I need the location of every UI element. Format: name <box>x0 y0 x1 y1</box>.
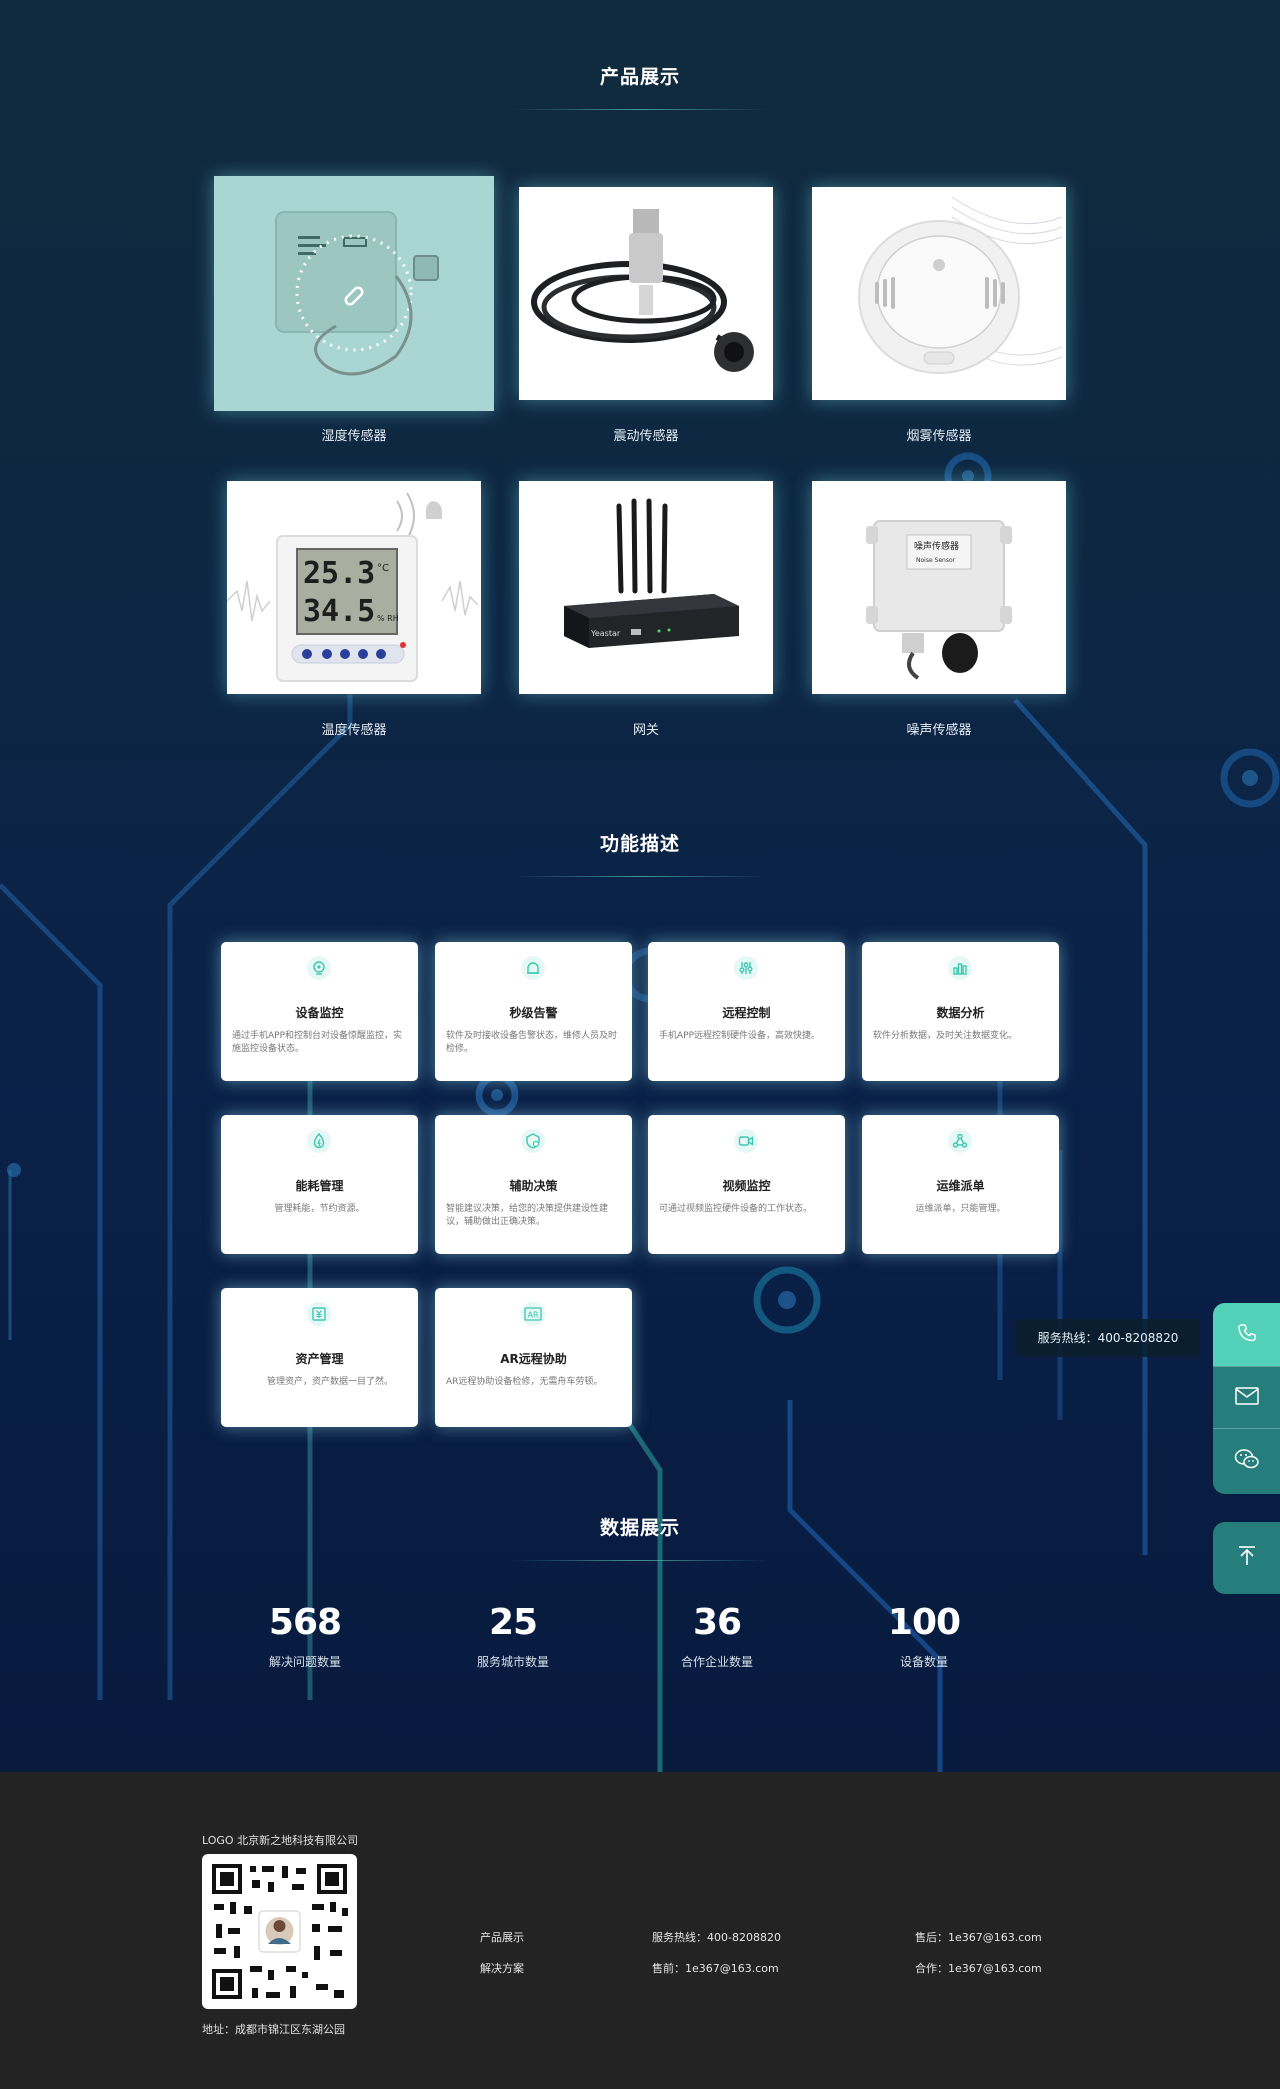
feature-desc: 运维派单，只能管理。 <box>915 1204 1006 1214</box>
energy-drop-icon <box>307 1129 331 1153</box>
products-title-underline <box>512 109 768 110</box>
stat-cities-served: 25 服务城市数量 <box>433 1601 593 1670</box>
vibration-sensor-image <box>519 187 773 400</box>
video-camera-icon <box>734 1129 758 1153</box>
dispatch-nodes-icon <box>948 1129 972 1153</box>
noise-sensor-image: 噪声传感器 Noise Sensor <box>812 481 1066 694</box>
phone-icon <box>1236 1322 1258 1348</box>
temp-display-value: 25.3 <box>303 556 375 591</box>
product-label: 震动传感器 <box>613 429 679 444</box>
stat-label: 解决问题数量 <box>268 1655 341 1669</box>
footer-link-products[interactable]: 产品展示 <box>480 1931 524 1944</box>
feature-title: 辅助决策 <box>509 1179 558 1193</box>
product-label: 噪声传感器 <box>906 723 972 738</box>
temperature-sensor-image: 25.3 °C 34.5 % RH <box>227 481 481 694</box>
stat-label: 设备数量 <box>899 1655 948 1669</box>
feature-card-remote-control[interactable]: 远程控制 手机APP远程控制硬件设备，高效快捷。 <box>648 942 845 1081</box>
stats-title-underline <box>512 1560 768 1561</box>
feature-desc: 可通过视频监控硬件设备的工作状态。 <box>659 1204 813 1214</box>
gateway-brand: Yeastar <box>590 629 621 638</box>
asset-yen-icon <box>307 1302 331 1326</box>
humidity-sensor-image <box>214 176 494 411</box>
qr-code <box>202 1854 357 2009</box>
product-label: 烟雾传感器 <box>906 429 972 444</box>
feature-title: 秒级告警 <box>509 1006 558 1020</box>
mail-button[interactable] <box>1213 1366 1280 1429</box>
feature-card-data-analysis[interactable]: 数据分析 软件分析数据，及时关注数据变化。 <box>862 942 1059 1081</box>
stat-devices: 100 设备数量 <box>844 1601 1004 1670</box>
feature-card-device-monitor[interactable]: 设备监控 通过手机APP和控制台对设备惊醒监控，实施监控设备状态。 <box>221 942 418 1081</box>
svg-text:AR: AR <box>528 1311 539 1320</box>
noise-device-en: Noise Sensor <box>916 557 956 564</box>
feature-title: 视频监控 <box>722 1179 771 1193</box>
feature-desc: 管理资产，资产数据一目了然。 <box>267 1377 394 1387</box>
stat-problems-solved: 568 解决问题数量 <box>225 1601 385 1670</box>
products-title: 产品展示 <box>599 66 680 88</box>
feature-title: 资产管理 <box>295 1352 344 1366</box>
product-label: 湿度传感器 <box>321 429 387 444</box>
footer-logo-company: LOGO 北京新之地科技有限公司 <box>202 1834 359 1847</box>
footer-aftersale[interactable]: 售后：1e367@163.com <box>915 1931 1042 1944</box>
feature-card-decision[interactable]: 辅助决策 智能建议决策，给您的决策提供建设性建议，辅助做出正确决策。 <box>435 1115 632 1254</box>
stat-value: 100 <box>887 1602 961 1643</box>
product-label: 网关 <box>632 723 659 738</box>
feature-title: 设备监控 <box>295 1006 344 1020</box>
ar-icon: AR <box>521 1302 545 1326</box>
stats-title: 数据展示 <box>599 1517 680 1539</box>
page-background: 产品展示 湿度传感器 <box>0 0 1280 1772</box>
features-title: 功能描述 <box>599 833 680 855</box>
stat-value: 568 <box>268 1602 342 1643</box>
smoke-sensor-image <box>812 187 1066 400</box>
temp-display-unit: °C <box>377 563 389 574</box>
feature-card-ar-assist[interactable]: AR AR远程协助 AR远程协助设备检修，无需舟车劳顿。 <box>435 1288 632 1427</box>
footer-address: 地址：成都市锦江区东湖公园 <box>202 2023 345 2036</box>
bar-chart-icon <box>948 956 972 980</box>
features-title-underline <box>512 876 768 877</box>
stat-label: 合作企业数量 <box>680 1655 753 1669</box>
hotline-tooltip: 服务热线：400-8208820 <box>1016 1319 1200 1357</box>
feature-title: 能耗管理 <box>295 1179 344 1193</box>
feature-desc: 软件分析数据，及时关注数据变化。 <box>873 1031 1018 1041</box>
bell-icon <box>521 956 545 980</box>
footer-cooperation[interactable]: 合作：1e367@163.com <box>915 1962 1042 1975</box>
noise-device-cn: 噪声传感器 <box>914 540 959 552</box>
footer-hotline: 服务热线：400-8208820 <box>652 1931 781 1944</box>
sliders-icon <box>734 956 758 980</box>
wechat-button[interactable] <box>1213 1429 1280 1492</box>
back-to-top-icon <box>1237 1545 1257 1571</box>
mail-icon <box>1234 1386 1259 1409</box>
footer-presale[interactable]: 售前：1e367@163.com <box>652 1962 779 1975</box>
feature-desc: 通过手机APP和控制台对设备惊醒监控，实施监控设备状态。 <box>232 1031 403 1054</box>
feature-desc: AR远程协助设备检修，无需舟车劳顿。 <box>446 1377 603 1387</box>
feature-card-dispatch[interactable]: 运维派单 运维派单，只能管理。 <box>862 1115 1059 1254</box>
wechat-icon <box>1234 1448 1260 1474</box>
product-label: 温度传感器 <box>321 723 387 738</box>
phone-button[interactable] <box>1213 1303 1280 1366</box>
stat-label: 服务城市数量 <box>476 1655 549 1669</box>
decision-shield-icon <box>521 1129 545 1153</box>
humidity-display-unit: % RH <box>377 614 399 623</box>
feature-desc: 管理耗能，节约资源。 <box>274 1204 365 1214</box>
feature-card-energy[interactable]: 能耗管理 管理耗能，节约资源。 <box>221 1115 418 1254</box>
footer-link-solutions[interactable]: 解决方案 <box>480 1962 524 1975</box>
feature-title: 远程控制 <box>722 1006 771 1020</box>
feature-desc: 软件及时接收设备告警状态，维修人员及时检修。 <box>446 1031 618 1054</box>
feature-card-video[interactable]: 视频监控 可通过视频监控硬件设备的工作状态。 <box>648 1115 845 1254</box>
camera-icon <box>307 956 331 980</box>
feature-title: AR远程协助 <box>500 1352 567 1366</box>
back-to-top-button[interactable] <box>1213 1522 1280 1594</box>
feature-card-alarm[interactable]: 秒级告警 软件及时接收设备告警状态，维修人员及时检修。 <box>435 942 632 1081</box>
humidity-display-value: 34.5 <box>303 594 375 629</box>
side-contact-panel <box>1213 1303 1280 1494</box>
feature-title: 数据分析 <box>936 1006 985 1020</box>
footer: LOGO 北京新之地科技有限公司 <box>0 1772 1280 2089</box>
feature-desc: 智能建议决策，给您的决策提供建设性建议，辅助做出正确决策。 <box>446 1204 609 1227</box>
feature-title: 运维派单 <box>936 1179 985 1193</box>
stat-value: 25 <box>488 1602 538 1643</box>
gateway-image: Yeastar <box>519 481 773 694</box>
feature-card-assets[interactable]: 资产管理 管理资产，资产数据一目了然。 <box>221 1288 418 1427</box>
stat-partner-companies: 36 合作企业数量 <box>637 1601 797 1670</box>
feature-desc: 手机APP远程控制硬件设备，高效快捷。 <box>659 1031 821 1041</box>
stat-value: 36 <box>692 1602 742 1643</box>
